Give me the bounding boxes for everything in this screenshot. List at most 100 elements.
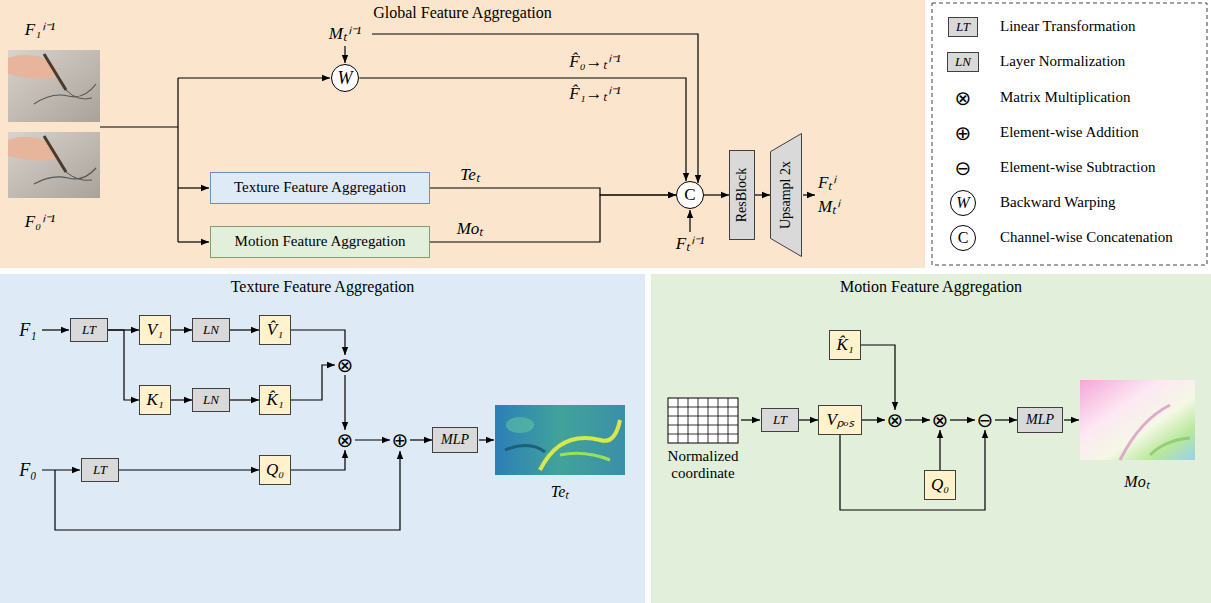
warped-feature-label: F̂₁→ₜⁱ⁻¹ — [567, 84, 622, 104]
legend-sample: ⊕ — [955, 123, 972, 143]
position-value-box: Vₚₒₛ — [818, 405, 862, 435]
layout-wire — [689, 210, 690, 232]
node-text: V₁ — [147, 320, 163, 340]
layout-wire — [178, 77, 330, 78]
input-label: F₁ — [19, 320, 36, 341]
legend-text: Layer Normalization — [1000, 53, 1125, 70]
motion-flow-map — [1150, 438, 1190, 455]
node-text: MLP — [441, 432, 469, 448]
coordinate-grid — [668, 398, 738, 443]
layout-wire — [42, 469, 80, 470]
key-box: K₁ — [139, 385, 171, 415]
warp-operator: W — [331, 64, 360, 93]
trapezoid-outline — [771, 134, 802, 257]
panel-title: Motion Feature Aggregation — [651, 274, 1211, 296]
resblock-box: ResBlock — [729, 150, 755, 240]
layout-wire — [100, 126, 178, 127]
node-text: C — [684, 185, 695, 205]
connector-arrow — [344, 375, 345, 430]
edge-label: Moₜ — [457, 219, 484, 239]
legend-sample: LN — [947, 52, 979, 73]
motion-flow-map — [1120, 405, 1170, 460]
node-text: ⊖ — [977, 410, 994, 430]
output-label: Moₜ — [1124, 473, 1149, 491]
input-frame-photo — [44, 136, 66, 172]
layout-wire — [803, 194, 815, 195]
layout-wire — [178, 241, 209, 242]
mlp-box: MLP — [432, 427, 478, 453]
node-text: ⊗ — [337, 430, 354, 450]
legend-sample: W — [950, 190, 976, 216]
panel-title: Global Feature Aggregation — [0, 0, 925, 22]
connector-arrow — [359, 78, 686, 181]
motion-flow-map — [1080, 380, 1195, 460]
node-text: Motion Feature Aggregation — [235, 233, 406, 250]
value-box: V₁ — [139, 315, 171, 345]
coordinate-grid — [668, 398, 738, 443]
layout-wire — [741, 419, 760, 420]
input-frame-photo — [8, 50, 100, 122]
frame-label: F₀ⁱ⁻¹ — [25, 212, 55, 232]
node-text: K̂₁ — [266, 390, 283, 410]
node-text: K̂₁ — [836, 335, 853, 355]
connector-arrow — [355, 439, 390, 440]
connector-arrow — [230, 399, 259, 400]
node-text: LN — [203, 323, 219, 338]
motion-flow-map — [1080, 380, 1195, 460]
legend-sample: ⊖ — [955, 158, 972, 178]
key-box: K̂₁ — [259, 385, 291, 415]
connector-arrow — [410, 439, 432, 440]
layout-wire — [177, 78, 178, 242]
connector-arrow — [799, 419, 818, 420]
query-box: Q₀ — [924, 470, 956, 500]
input-frame-photo — [8, 50, 100, 122]
frame-label: F₁ⁱ⁻¹ — [25, 20, 55, 40]
node-text: LN — [203, 393, 219, 408]
upsample-trapezoid: Upsampl 2x — [770, 133, 802, 257]
node-text: ResBlock — [734, 168, 750, 222]
input-frame-photo — [8, 55, 56, 79]
layer-norm-box: LN — [192, 388, 230, 412]
legend-sample: C — [950, 225, 976, 251]
connector-arrow — [950, 419, 975, 420]
panel-title: Texture Feature Aggregation — [0, 274, 645, 296]
connector-arrow — [291, 365, 335, 400]
node-text: LT — [82, 323, 96, 338]
legend-frame — [932, 3, 1207, 265]
node-text: Upsampl 2x — [778, 161, 794, 229]
legend-text: Matrix Multiplication — [1000, 89, 1130, 106]
query-box: Q₀ — [259, 455, 291, 485]
connector-arrow — [755, 194, 770, 195]
node-text: LT — [93, 463, 107, 478]
connector-arrow — [430, 188, 676, 195]
connector-arrow — [840, 430, 985, 510]
connector-arrow — [861, 345, 895, 410]
connector-arrow — [230, 329, 259, 330]
node-text: V̂₁ — [267, 320, 283, 340]
layer-norm-box: LN — [192, 318, 230, 342]
edge-label: Teₜ — [460, 165, 479, 185]
legend-sample: ⊗ — [955, 88, 972, 108]
layout-wire — [344, 46, 345, 63]
layout-wire — [372, 34, 698, 183]
connector-arrow — [119, 469, 259, 470]
texture-heatmap — [505, 445, 545, 452]
concat-operator: C — [676, 181, 704, 209]
node-text: Q₀ — [931, 475, 949, 495]
texture-heatmap — [495, 405, 625, 475]
layout-wire — [42, 329, 69, 330]
connector-arrow — [171, 329, 192, 330]
legend-text: Element-wise Addition — [1000, 124, 1139, 141]
input-frame-photo — [34, 168, 96, 184]
input-label: F₀ — [19, 460, 36, 481]
matmul-operator: ⊗ — [335, 355, 355, 375]
node-text: Vₚₒₛ — [826, 410, 853, 430]
linear-transform-box: LT — [81, 458, 119, 482]
connector-arrow — [430, 195, 676, 242]
legend-text: Linear Transformation — [1000, 18, 1135, 35]
connector-arrow — [108, 330, 139, 400]
layout-wire — [55, 451, 400, 530]
motion-module-box: Motion Feature Aggregation — [210, 226, 430, 258]
